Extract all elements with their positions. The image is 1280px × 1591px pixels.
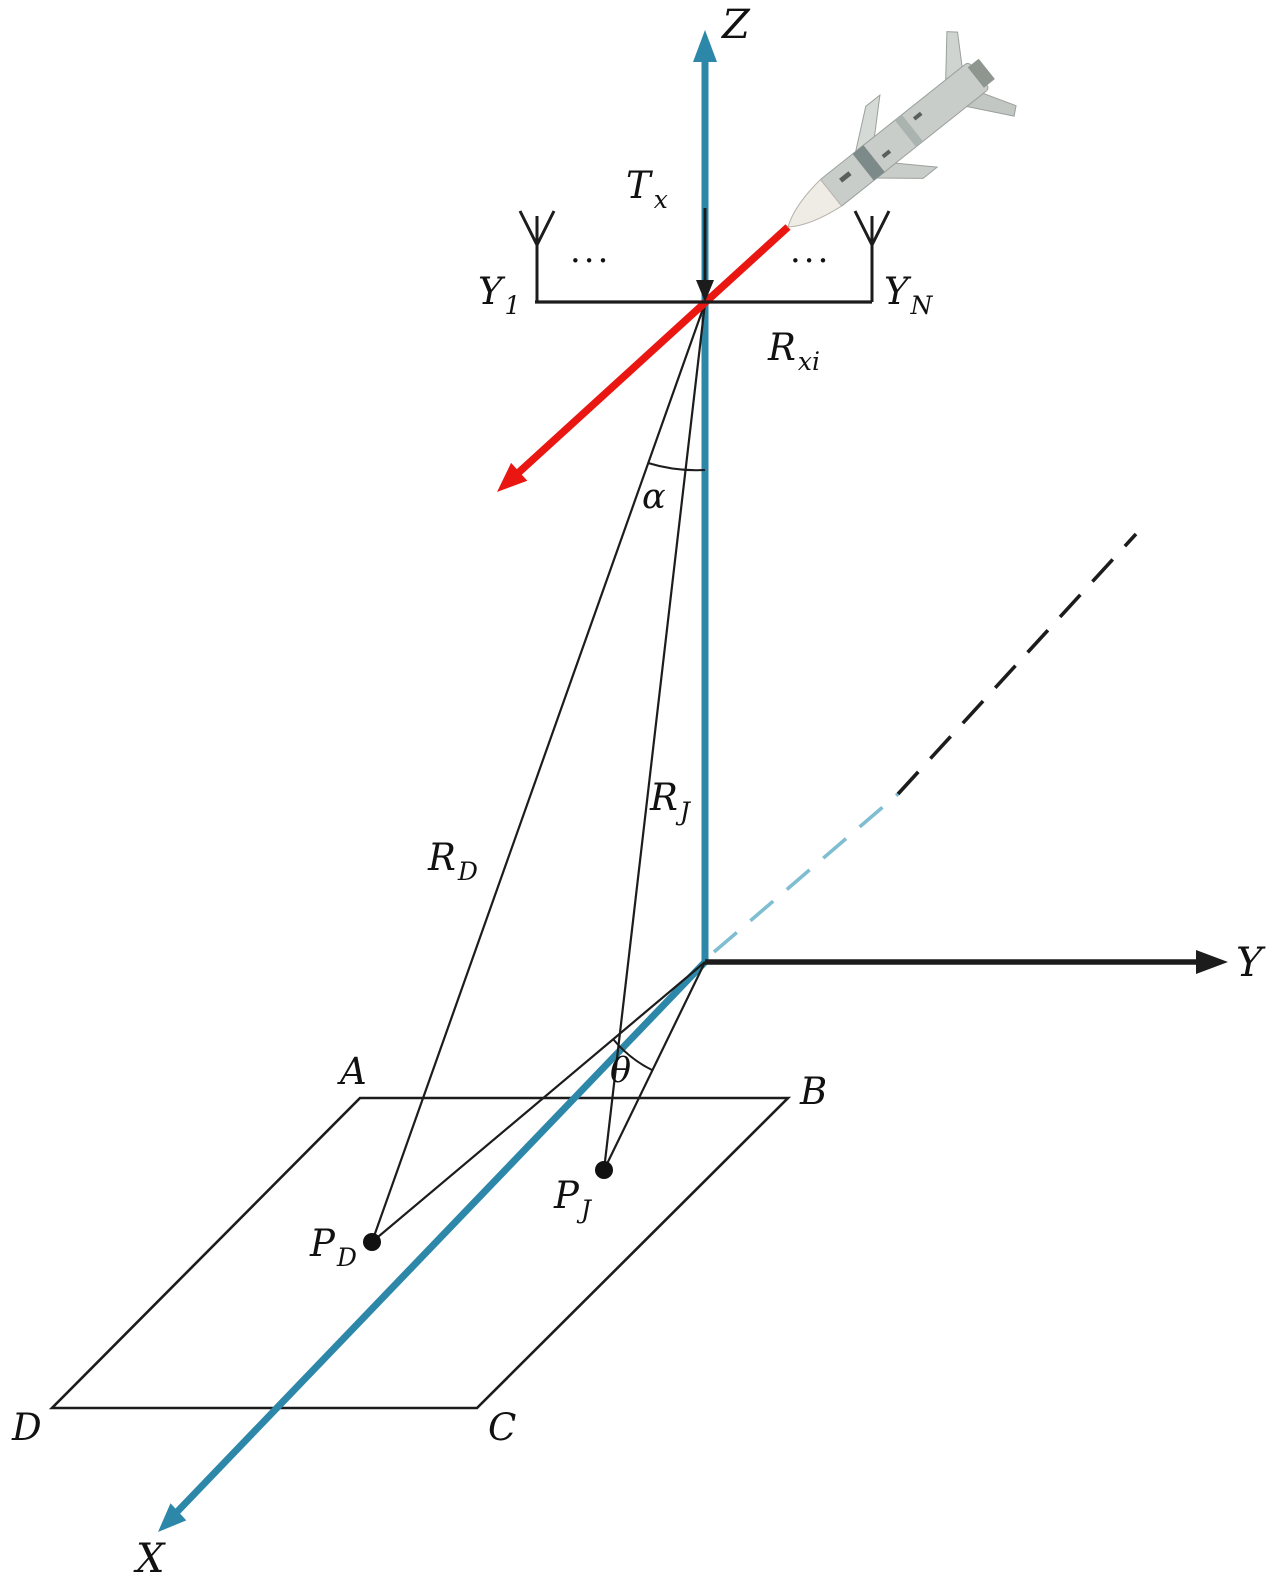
transmit-arrow-icon bbox=[696, 208, 714, 302]
array-right-label: YN bbox=[884, 270, 933, 320]
line-origin-to-pj bbox=[603, 961, 706, 1171]
line-origin-to-pd bbox=[371, 961, 706, 1243]
red-arrowhead-icon bbox=[497, 462, 528, 492]
line-rd bbox=[370, 302, 707, 1243]
x-axis-dashed-black-segment bbox=[896, 532, 1138, 796]
alpha-angle-label: α bbox=[642, 477, 666, 517]
x-axis-dashed-teal-segment bbox=[712, 792, 900, 954]
ellipsis-left: ··· bbox=[570, 241, 611, 281]
theta-angle-label: θ bbox=[610, 1051, 631, 1091]
point-pj bbox=[595, 1161, 613, 1179]
red-trajectory-arrow bbox=[514, 224, 791, 477]
theta-arc bbox=[612, 1038, 653, 1071]
point-pj-label: PJ bbox=[553, 1174, 593, 1224]
receive-label: Rxi bbox=[767, 326, 820, 376]
missile-image bbox=[787, 31, 1017, 228]
alpha-arc bbox=[647, 462, 706, 472]
point-pd-label: PD bbox=[309, 1222, 357, 1272]
corner-d-label: D bbox=[11, 1406, 42, 1449]
range-rj-label: RJ bbox=[649, 776, 692, 826]
array-left-label: Y1 bbox=[478, 270, 520, 320]
antenna-icon bbox=[853, 210, 891, 302]
point-pd bbox=[363, 1233, 381, 1251]
z-axis-arrowhead-icon bbox=[693, 30, 717, 62]
y-axis-arrowhead-icon bbox=[1196, 950, 1228, 974]
corner-b-label: B bbox=[799, 1070, 827, 1113]
y-axis-label: Y bbox=[1236, 940, 1266, 986]
ground-plane bbox=[48, 1096, 792, 1410]
line-rj bbox=[602, 302, 707, 1171]
range-rd-label: RD bbox=[427, 836, 478, 886]
ellipsis-right: ··· bbox=[790, 241, 831, 281]
x-axis-label: X bbox=[133, 1536, 166, 1582]
x-axis-arrowhead-icon bbox=[158, 1503, 187, 1532]
z-axis-label: Z bbox=[720, 2, 751, 48]
radar-array bbox=[518, 208, 891, 304]
corner-c-label: C bbox=[488, 1406, 516, 1449]
antenna-icon bbox=[518, 210, 556, 302]
corner-a-label: A bbox=[337, 1050, 367, 1093]
